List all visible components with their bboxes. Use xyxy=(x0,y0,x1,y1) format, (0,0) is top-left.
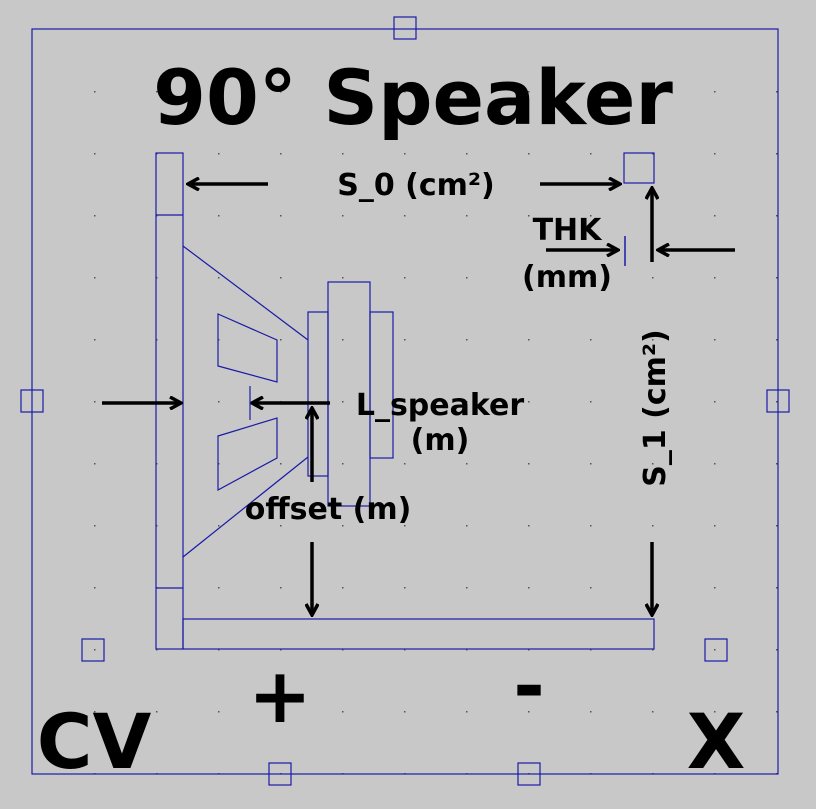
bottom-plate xyxy=(182,618,655,650)
offset-label: offset (m) xyxy=(245,492,412,527)
l-speaker-label-line2: (m) xyxy=(411,423,470,458)
cone-line-bottom xyxy=(182,456,309,558)
symbol-bounding-box xyxy=(31,28,779,775)
speaker-outline xyxy=(155,152,655,650)
thickness-corner xyxy=(623,152,655,184)
pin-label-plus: + xyxy=(248,651,312,740)
pin-label-cv: CV xyxy=(37,697,152,786)
sound-wave-lower xyxy=(217,417,278,492)
dimension-arrows xyxy=(102,184,735,615)
pin-plus[interactable] xyxy=(268,762,292,786)
pin-label-minus: - xyxy=(513,641,545,730)
baffle-plate xyxy=(155,152,184,650)
pin-minus[interactable] xyxy=(517,762,541,786)
pin-left[interactable] xyxy=(20,389,44,413)
pin-x[interactable] xyxy=(704,638,728,662)
pin-top[interactable] xyxy=(393,16,417,40)
l-speaker-label-line1: L_speaker xyxy=(356,388,525,423)
thk-label-line1: THK xyxy=(533,213,604,248)
cone-line-top xyxy=(182,245,309,341)
thk-label-line2: (mm) xyxy=(522,260,612,295)
sound-wave-upper xyxy=(217,313,278,383)
pin-cv[interactable] xyxy=(81,638,105,662)
magnet-outer xyxy=(369,311,394,459)
pin-label-x: X xyxy=(687,697,746,786)
s0-label: S_0 (cm²) xyxy=(337,168,495,203)
s1-label: S_1 (cm²) xyxy=(638,329,673,487)
symbol-title: 90° Speaker xyxy=(153,53,673,142)
pin-right[interactable] xyxy=(766,389,790,413)
